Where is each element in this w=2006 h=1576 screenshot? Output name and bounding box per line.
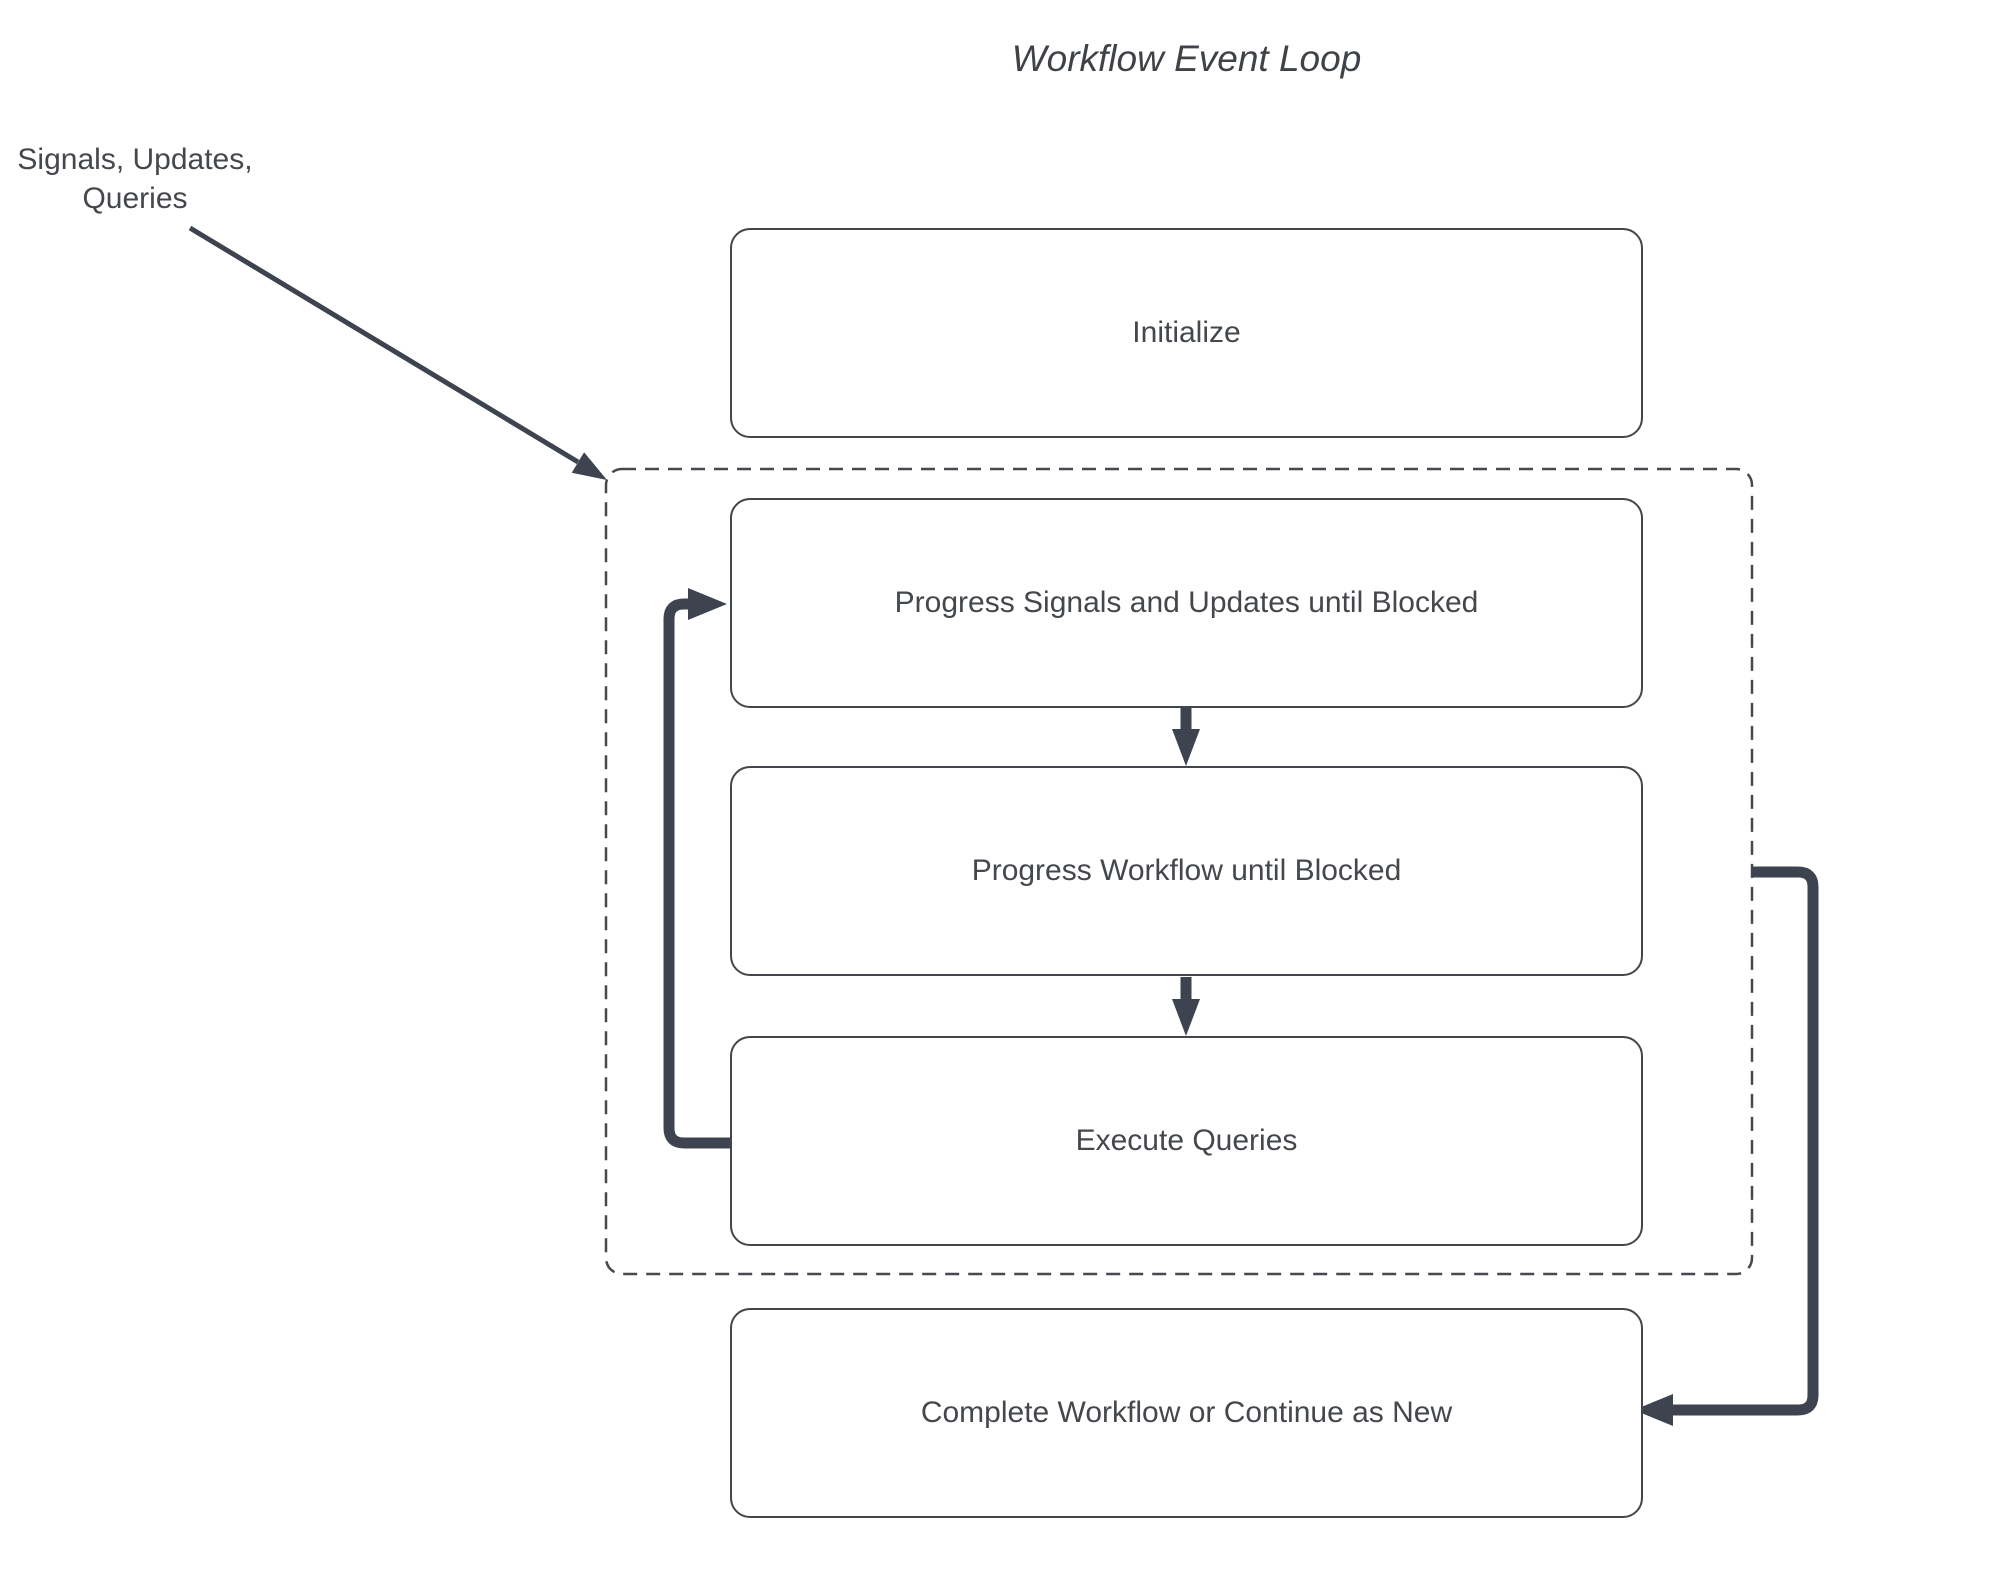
- node-progress-workflow: Progress Workflow until Blocked: [730, 766, 1643, 976]
- arrow-signals-to-workflow: [1172, 707, 1200, 766]
- node-label: Complete Workflow or Continue as New: [920, 1396, 1453, 1429]
- node-execute-queries: Execute Queries: [730, 1036, 1643, 1246]
- arrow-signals-input: [188, 225, 607, 480]
- node-label: Progress Workflow until Blocked: [971, 854, 1402, 887]
- diagram-title: Workflow Event Loop: [1011, 38, 1362, 79]
- node-initialize: Initialize: [730, 228, 1643, 438]
- arrow-loop-to-complete: [1634, 866, 1819, 1426]
- node-label: Initialize: [1132, 316, 1241, 349]
- arrow-workflow-to-queries: [1172, 977, 1200, 1036]
- signals-updates-queries-label: Signals, Updates, Queries: [17, 143, 253, 215]
- arrow-queries-loopback: [663, 588, 730, 1149]
- node-label: Progress Signals and Updates until Block…: [894, 586, 1479, 619]
- node-progress-signals: Progress Signals and Updates until Block…: [730, 498, 1643, 708]
- node-complete-workflow: Complete Workflow or Continue as New: [730, 1308, 1643, 1518]
- node-label: Execute Queries: [1075, 1124, 1298, 1157]
